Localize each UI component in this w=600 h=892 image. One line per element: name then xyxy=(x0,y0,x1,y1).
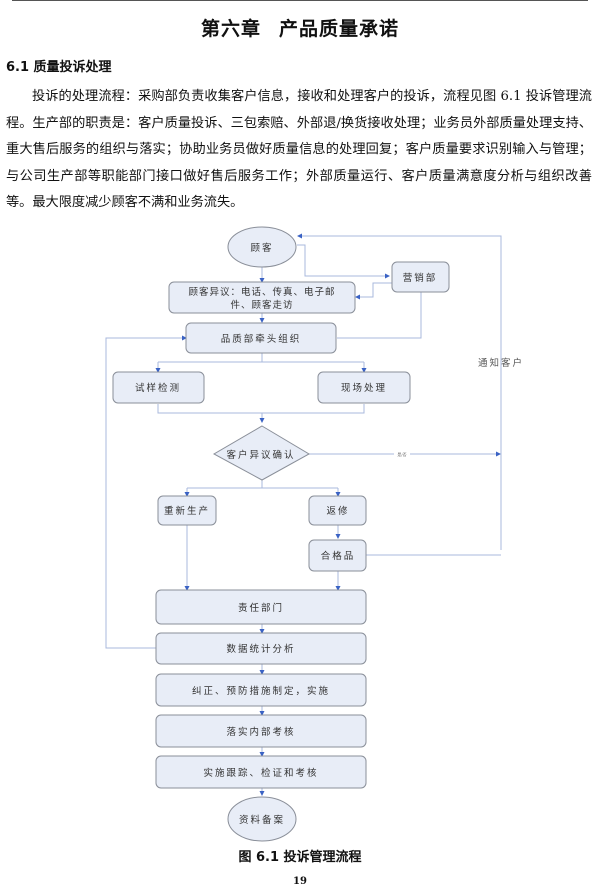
corrective-node xyxy=(155,673,367,707)
complaint-flowchart: 顾客 营销部 顾客异议：电话、传真、电子邮 件、顾客走访 品质部牵头组织 试样检… xyxy=(105,226,524,842)
connector xyxy=(105,335,187,649)
sales-label: 营销部 xyxy=(403,272,438,284)
customer-node xyxy=(227,226,297,268)
responsible-label: 责任部门 xyxy=(238,602,284,614)
connector xyxy=(337,292,422,339)
confirm-node xyxy=(212,425,311,481)
confirm-label: 客户异议确认 xyxy=(226,449,295,461)
tracking-label: 实施跟踪、检证和考核 xyxy=(203,767,318,779)
stats-node xyxy=(155,632,367,665)
body-paragraph: 投诉的处理流程：采购部负责收集客户信息，接收和处理客户的投诉，流程见图 6.1 … xyxy=(6,89,592,210)
complaint-label-2: 件、顾客走访 xyxy=(230,299,293,311)
yes-no-label: 是/否 xyxy=(397,451,406,457)
reproduce-node xyxy=(157,495,217,526)
chapter-number: 第六章 xyxy=(200,18,261,40)
onsite-label: 现场处理 xyxy=(341,382,387,394)
sample-test-node xyxy=(112,371,205,404)
sales-node xyxy=(391,261,450,293)
stats-label: 数据统计分析 xyxy=(226,643,295,655)
tracking-node xyxy=(155,755,367,789)
complaint-label-1: 顾客异议：电话、传真、电子邮 xyxy=(188,286,335,298)
sample-test-label: 试样检测 xyxy=(135,382,181,394)
connector xyxy=(297,244,390,279)
yes-no-label-bg xyxy=(394,451,410,457)
archive-label: 资料备案 xyxy=(239,814,285,826)
repair-node xyxy=(308,495,367,526)
complaint-node xyxy=(168,281,356,314)
corrective-label: 纠正、预防措施制定，实施 xyxy=(192,685,330,697)
qualified-node xyxy=(308,539,367,572)
chapter-name: 产品质量承诺 xyxy=(279,18,400,40)
figure-caption: 图 6.1 投诉管理流程 xyxy=(238,850,362,865)
connector xyxy=(297,233,502,550)
notify-customer-label: 通知客户 xyxy=(478,357,524,369)
customer-label: 顾客 xyxy=(250,242,273,254)
quality-dept-node xyxy=(185,322,337,354)
connector xyxy=(355,282,392,300)
archive-node xyxy=(227,796,297,842)
responsible-node xyxy=(155,589,367,625)
qualified-label: 合格品 xyxy=(321,550,356,562)
chapter-title: 第六章产品质量承诺 xyxy=(0,14,600,41)
reproduce-label: 重新生产 xyxy=(164,505,210,517)
section-title: 6.1 质量投诉处理 xyxy=(6,60,112,75)
repair-label: 返修 xyxy=(326,505,349,517)
quality-dept-label: 品质部牵头组织 xyxy=(221,333,302,345)
internal-review-label: 落实内部考核 xyxy=(226,726,295,738)
onsite-node xyxy=(317,371,411,404)
header-rule xyxy=(12,0,588,1)
internal-review-node xyxy=(155,714,367,748)
page-number: 19 xyxy=(293,876,307,887)
connector xyxy=(157,404,365,414)
